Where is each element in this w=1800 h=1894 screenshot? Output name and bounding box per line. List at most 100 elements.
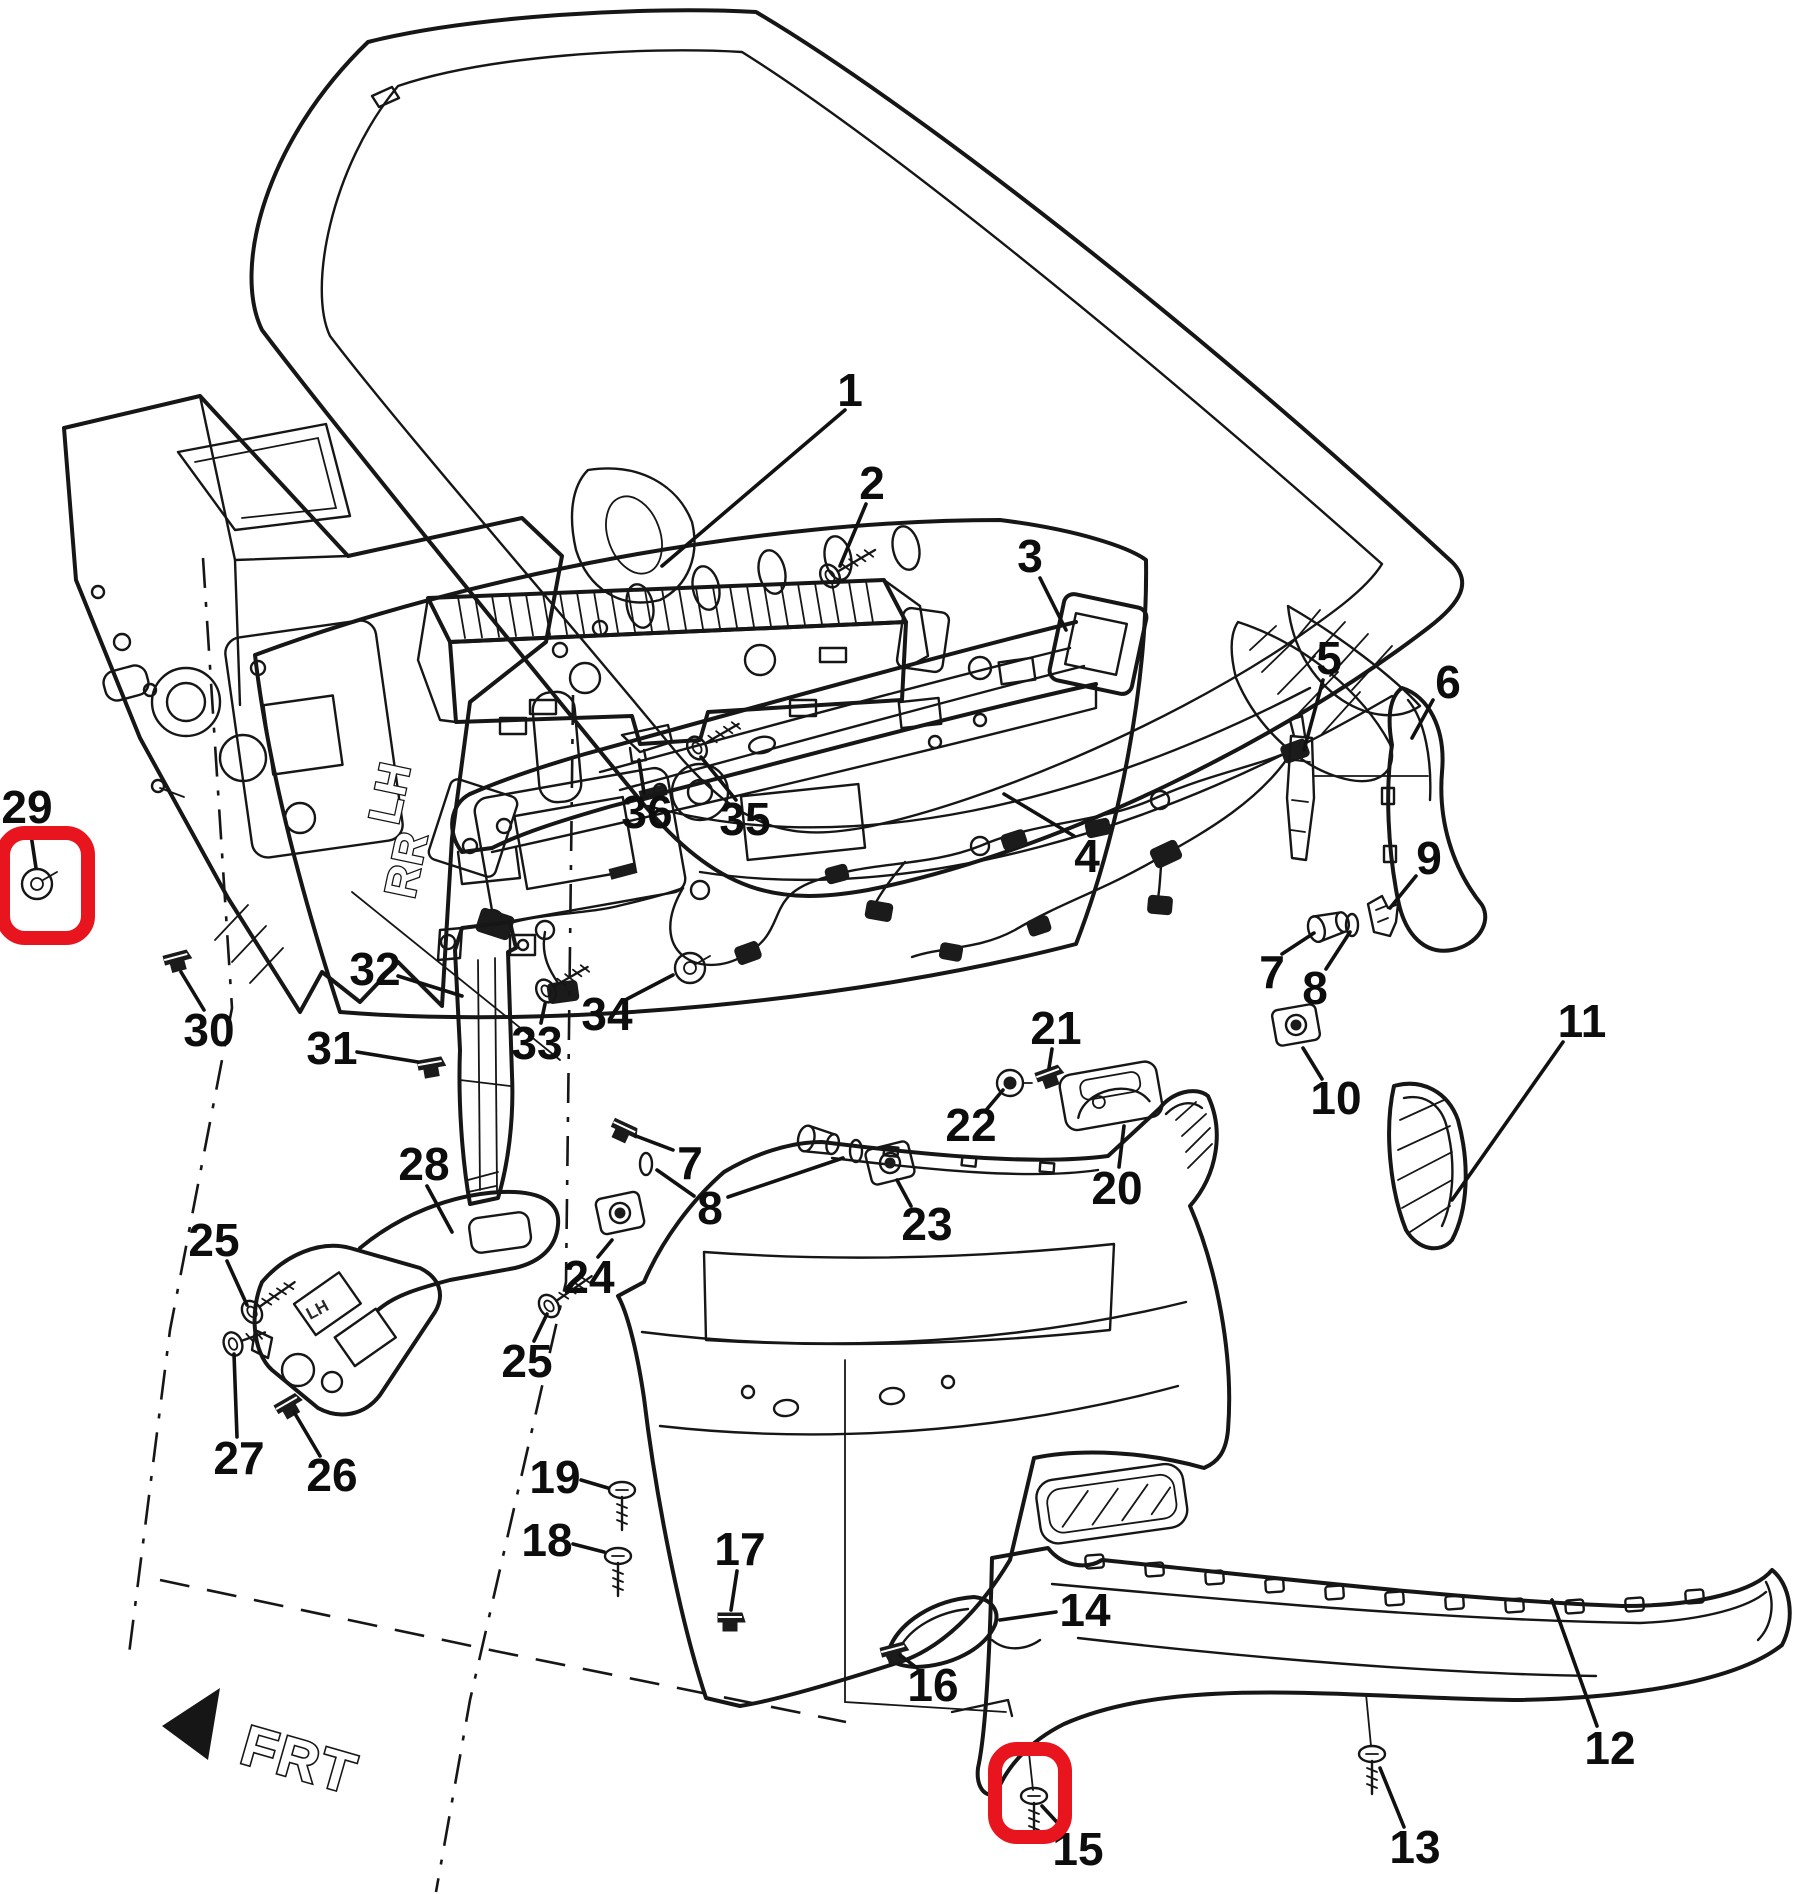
- license-lamp-part20-art: [1058, 1060, 1164, 1132]
- retainer-clip-glyph: [1366, 894, 1400, 938]
- screw-glyph: [603, 1546, 633, 1598]
- rib-line: [610, 590, 619, 634]
- callout-label-13: 13: [1389, 1821, 1440, 1873]
- valance-clip-tab: [1084, 1553, 1105, 1570]
- callout-17: 17: [714, 1523, 766, 1612]
- highlight-boxes-layer: [0, 826, 1072, 1844]
- frt-label: FRT: [235, 1713, 366, 1806]
- leader-line-34: [625, 973, 675, 1001]
- nut-glyph: [995, 1068, 1033, 1098]
- rib-line: [729, 585, 738, 629]
- callout-26: 26: [292, 1410, 358, 1501]
- grommet-glyph: [20, 867, 58, 901]
- rib-line: [797, 583, 806, 626]
- leader-line-12: [1550, 1598, 1599, 1728]
- callout-7: 7: [634, 1134, 703, 1189]
- valance-clip-tabs: [1084, 1553, 1705, 1615]
- leader-line-30: [179, 970, 206, 1012]
- callout-label-33: 33: [511, 1017, 562, 1069]
- leader-line-33: [539, 1002, 547, 1025]
- valance-clip-tab: [1324, 1584, 1345, 1601]
- leader-line-9: [1388, 874, 1418, 910]
- callout-label-16: 16: [907, 1659, 958, 1711]
- callout-13: 13: [1378, 1766, 1441, 1873]
- valance-clip-tab: [1444, 1594, 1465, 1611]
- callout-label-25: 25: [188, 1214, 239, 1266]
- callout-14: 14: [998, 1584, 1111, 1636]
- nut-retainer-glyph: [1270, 1003, 1322, 1047]
- nut-retainer-glyph: [594, 1190, 646, 1236]
- rib-line: [525, 593, 534, 637]
- highlight-15: [988, 1742, 1072, 1844]
- leader-line-6: [1410, 698, 1435, 740]
- clip-glyph: [717, 1612, 746, 1632]
- callout-15: 15: [1040, 1804, 1104, 1875]
- rib-line: [661, 588, 670, 632]
- sensor-glyph: [1306, 911, 1351, 944]
- rib-line: [831, 581, 840, 625]
- leader-line-18: [571, 1542, 606, 1554]
- callout-label-5: 5: [1316, 632, 1342, 684]
- callout-28: 28: [398, 1138, 454, 1234]
- leader-line-7: [1280, 931, 1316, 956]
- valance-clip-tab: [1264, 1577, 1285, 1594]
- screw-glyph: [240, 1280, 296, 1325]
- screw-glyph: [607, 1480, 637, 1532]
- frt-marker: FRT: [162, 1688, 367, 1808]
- leader-line-35: [699, 755, 738, 802]
- callout-32: 32: [349, 943, 464, 998]
- rib-line: [542, 592, 551, 636]
- callout-label-30: 30: [183, 1004, 234, 1056]
- callout-label-21: 21: [1030, 1002, 1081, 1054]
- leader-line-5: [1302, 678, 1325, 752]
- bracket-tag-lh: LH: [303, 1296, 332, 1323]
- callout-23: 23: [895, 1178, 953, 1250]
- rib-line: [814, 582, 823, 626]
- callout-24: 24: [563, 1238, 615, 1303]
- leader-line-26: [292, 1410, 322, 1458]
- bracket-part5-art: [1285, 714, 1429, 862]
- callout-36: 36: [621, 758, 673, 838]
- callout-label-23: 23: [901, 1198, 952, 1250]
- leader-line-22: [985, 1088, 1005, 1111]
- callout-label-7: 7: [677, 1137, 703, 1189]
- leader-line-8: [1324, 930, 1352, 971]
- reference-lines-art: [126, 557, 1372, 1893]
- callout-7: 7: [1259, 931, 1316, 998]
- rib-line: [559, 592, 568, 635]
- rib-line: [593, 590, 602, 634]
- callout-label-26: 26: [306, 1449, 357, 1501]
- highlight-29: [0, 826, 95, 945]
- callout-22: 22: [945, 1088, 1005, 1151]
- panel-tag-rr: RR: [376, 826, 438, 902]
- callout-25: 25: [188, 1214, 249, 1307]
- screw-glyph: [1019, 1786, 1049, 1838]
- rib-line: [457, 596, 466, 639]
- callout-label-7: 7: [1259, 946, 1285, 998]
- callout-label-24: 24: [563, 1251, 615, 1303]
- nut-retainer-glyph: [864, 1140, 916, 1186]
- liftgate-art: [249, 8, 1465, 898]
- callout-6: 6: [1410, 656, 1461, 740]
- callout-8: 8: [1302, 930, 1352, 1014]
- callout-label-28: 28: [398, 1138, 449, 1190]
- leader-line-8: [655, 1168, 696, 1198]
- o-ring-glyph: [638, 1151, 654, 1177]
- rib-line: [763, 584, 772, 628]
- panel-tag-lh: LH: [360, 757, 421, 828]
- callout-11: 11: [1450, 995, 1606, 1202]
- callout-27: 27: [213, 1352, 265, 1484]
- callout-label-9: 9: [1416, 832, 1442, 884]
- leader-line-31: [355, 1050, 420, 1064]
- callout-label-14: 14: [1059, 1584, 1111, 1636]
- o-ring-glyph: [1344, 912, 1360, 938]
- callout-31: 31: [306, 1022, 420, 1074]
- clip-glyph: [610, 1117, 638, 1144]
- callout-2: 2: [838, 457, 885, 568]
- callout-label-8: 8: [697, 1182, 723, 1234]
- leader-line-20: [1117, 1124, 1126, 1169]
- callout-label-34: 34: [581, 988, 633, 1040]
- callout-12: 12: [1550, 1598, 1636, 1774]
